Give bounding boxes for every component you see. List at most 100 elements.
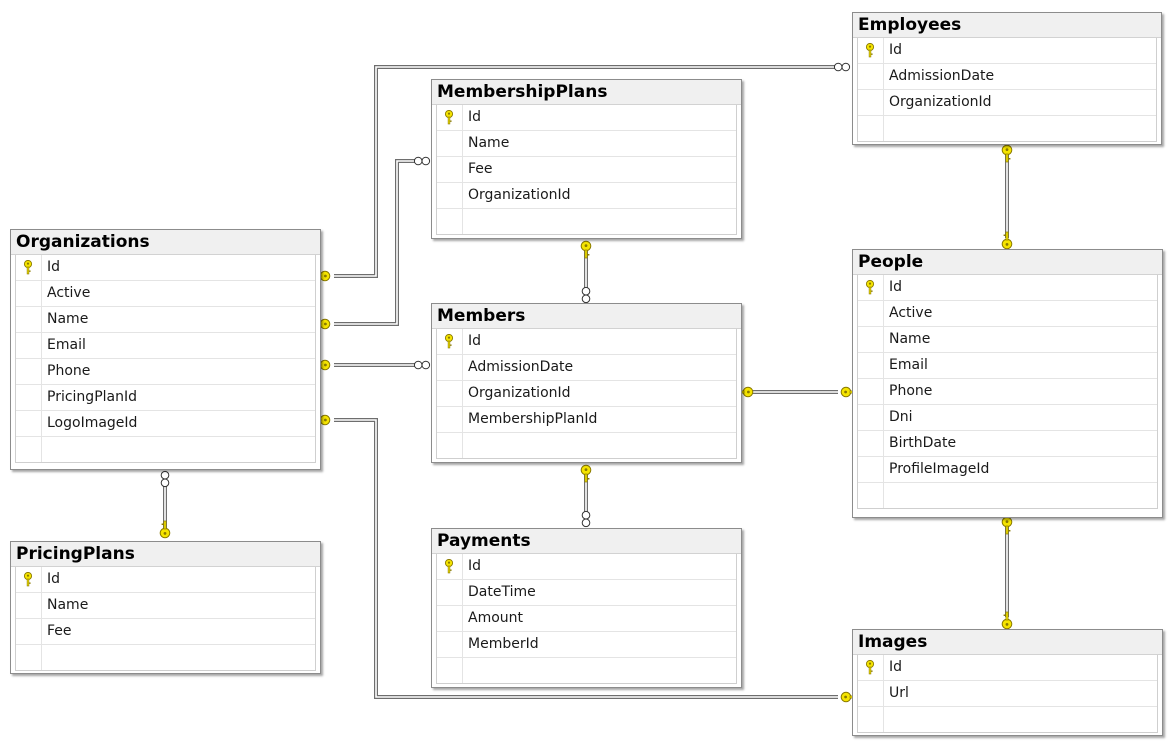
column-row[interactable]: Name — [437, 131, 736, 157]
row-selector — [858, 457, 884, 482]
column-row[interactable]: OrganizationId — [437, 381, 736, 407]
row-selector — [16, 437, 42, 462]
column-name: Id — [47, 571, 61, 587]
row-selector — [16, 567, 42, 592]
table-title[interactable]: MembershipPlans — [432, 80, 741, 105]
column-row[interactable]: Name — [16, 307, 315, 333]
empty-row — [858, 483, 1157, 508]
column-name: Email — [47, 337, 86, 353]
membershipplans-organizations-line[interactable] — [334, 159, 422, 326]
primary-key-row[interactable]: Id — [858, 38, 1156, 64]
primary-key-row[interactable]: Id — [437, 105, 736, 131]
column-row[interactable]: Phone — [858, 379, 1157, 405]
empty-row — [858, 707, 1157, 732]
row-selector — [437, 209, 463, 234]
row-selector — [858, 431, 884, 456]
row-selector — [437, 381, 463, 406]
row-selector — [437, 407, 463, 432]
column-row[interactable]: Fee — [437, 157, 736, 183]
table-title[interactable]: Members — [432, 304, 741, 329]
column-name: Name — [889, 331, 931, 347]
column-row[interactable]: Email — [16, 333, 315, 359]
column-name: Id — [889, 279, 903, 295]
column-row[interactable]: Url — [858, 681, 1157, 707]
column-row[interactable]: MemberId — [437, 632, 736, 658]
row-selector — [16, 333, 42, 358]
row-selector — [437, 105, 463, 130]
table-title[interactable]: Organizations — [11, 230, 320, 255]
primary-key-row[interactable]: Id — [437, 554, 736, 580]
table-title[interactable]: PricingPlans — [11, 542, 320, 567]
many-end-icon — [413, 360, 431, 370]
column-row[interactable]: Amount — [437, 606, 736, 632]
column-row[interactable]: LogoImageId — [16, 411, 315, 437]
column-row[interactable]: ProfileImageId — [858, 457, 1157, 483]
primary-key-row[interactable]: Id — [16, 255, 315, 281]
row-selector — [858, 655, 884, 680]
row-selector — [437, 580, 463, 605]
table-title[interactable]: Payments — [432, 529, 741, 554]
table-title[interactable]: Employees — [853, 13, 1161, 38]
empty-row — [437, 209, 736, 234]
column-name: Amount — [468, 610, 524, 626]
primary-key-row[interactable]: Id — [16, 567, 315, 593]
row-selector — [437, 131, 463, 156]
primary-key-row[interactable]: Id — [858, 275, 1157, 301]
many-end-icon — [581, 510, 591, 528]
column-row[interactable]: Name — [16, 593, 315, 619]
column-row[interactable]: OrganizationId — [858, 90, 1156, 116]
employees-organizations-line[interactable] — [334, 65, 843, 278]
many-end-icon — [413, 156, 431, 166]
column-row[interactable]: AdmissionDate — [437, 355, 736, 381]
row-selector — [16, 411, 42, 436]
column-row[interactable]: Active — [16, 281, 315, 307]
column-row[interactable]: Dni — [858, 405, 1157, 431]
column-name: PricingPlanId — [47, 389, 137, 405]
organizations-images-line[interactable] — [334, 418, 838, 699]
column-row[interactable]: Name — [858, 327, 1157, 353]
column-name: Id — [468, 558, 482, 574]
column-name: Fee — [468, 161, 493, 177]
column-row[interactable]: OrganizationId — [437, 183, 736, 209]
table-title[interactable]: People — [853, 250, 1162, 275]
primary-key-row[interactable]: Id — [858, 655, 1157, 681]
column-row[interactable]: Active — [858, 301, 1157, 327]
column-name: Active — [889, 305, 933, 321]
column-row[interactable]: BirthDate — [858, 431, 1157, 457]
column-name: Id — [468, 109, 482, 125]
primary-key-icon — [444, 110, 454, 125]
row-selector — [16, 281, 42, 306]
primary-key-row[interactable]: Id — [437, 329, 736, 355]
empty-row — [437, 433, 736, 458]
row-selector — [858, 116, 884, 141]
primary-key-icon — [444, 334, 454, 349]
row-selector — [858, 483, 884, 508]
column-row[interactable]: AdmissionDate — [858, 64, 1156, 90]
column-row[interactable]: PricingPlanId — [16, 385, 315, 411]
empty-row — [437, 658, 736, 683]
column-row[interactable]: Fee — [16, 619, 315, 645]
row-selector — [858, 38, 884, 63]
empty-row — [858, 116, 1156, 141]
column-row[interactable]: Phone — [16, 359, 315, 385]
primary-key-icon — [23, 572, 33, 587]
column-row[interactable]: MembershipPlanId — [437, 407, 736, 433]
column-row[interactable]: DateTime — [437, 580, 736, 606]
table-title[interactable]: Images — [853, 630, 1162, 655]
row-selector — [16, 359, 42, 384]
row-selector — [858, 64, 884, 89]
column-name: Id — [47, 259, 61, 275]
column-row[interactable]: Email — [858, 353, 1157, 379]
